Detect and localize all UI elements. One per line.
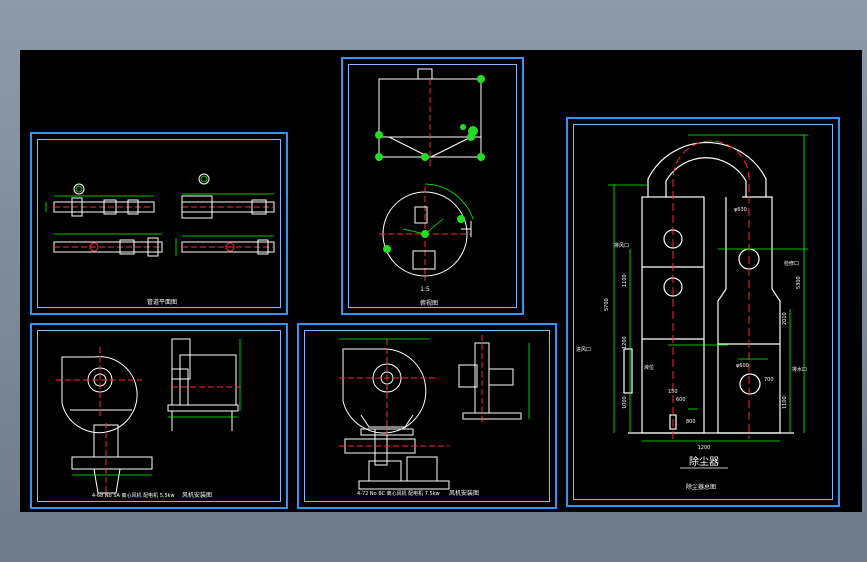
label-drain: 排水口 [792, 366, 807, 373]
label-nozzle-right: 检修口 [784, 260, 799, 267]
sheet-inner-frame [37, 139, 281, 308]
selection-grips [375, 75, 485, 253]
dim-h8: 800 [686, 419, 696, 425]
fan-a-spec: 4-68 No 5A 离心风机 配电机 5.5kw [92, 492, 175, 499]
dim-h9: 150 [668, 389, 678, 395]
sheet-inner-frame [304, 330, 550, 502]
sheet-inner-frame [37, 330, 281, 502]
label-inlet: 进风口 [576, 346, 591, 353]
dim-h-total: 5700 [604, 298, 610, 311]
label-level: 液位 [644, 364, 654, 371]
dim-inlet-dia: φ600 [736, 363, 749, 369]
dim-h6: 700 [764, 377, 774, 383]
fan-b-drawing: 4-72 No 6C 离心风机 配电机 7.5kw 风机安装图 [339, 335, 530, 497]
dim-h1: 1100 [622, 274, 628, 287]
top-view-drawing: 1:5 俯视图 [375, 68, 485, 307]
top-view-sub: 1:5 [420, 286, 430, 293]
dim-h2: 1200 [622, 336, 628, 349]
fan-b-caption: 风机安装图 [449, 489, 479, 497]
sheet-inner-frame [348, 64, 517, 308]
sheet-inner-frame [573, 124, 833, 500]
tower-drawing: φ630 φ600 排风口 检修口 进风口 排水口 液位 1200 5700 5… [576, 134, 808, 491]
sheet-tower[interactable]: φ630 φ600 排风口 检修口 进风口 排水口 液位 1200 5700 5… [566, 117, 840, 507]
tower-title: 除尘器 [689, 455, 719, 468]
dim-h4: 1000 [622, 396, 628, 409]
sheet-fan-b[interactable]: 4-72 No 6C 离心风机 配电机 7.5kw 风机安装图 [297, 323, 557, 509]
dim-h3: 2010 [782, 312, 788, 325]
fan-b-spec: 4-72 No 6C 离心风机 配电机 7.5kw [357, 490, 440, 497]
dim-h5: 1100 [782, 396, 788, 409]
sheet-top-view[interactable]: 1:5 俯视图 [341, 57, 524, 315]
dim-h-right: 5300 [796, 276, 802, 289]
fan-a-caption: 风机安装图 [182, 491, 212, 499]
top-view-caption: 俯视图 [420, 299, 438, 307]
dim-width: 1200 [698, 445, 711, 451]
tower-caption: 除尘器总图 [686, 483, 716, 491]
sheet-fan-a[interactable]: 4-68 No 5A 离心风机 配电机 5.5kw 风机安装图 [30, 323, 288, 509]
cad-model-space[interactable]: 管道平面图 [20, 50, 862, 512]
fan-a-drawing: 4-68 No 5A 离心风机 配电机 5.5kw 风机安装图 [56, 338, 242, 499]
label-nozzle-left: 排风口 [614, 242, 629, 249]
dim-h7: 600 [676, 397, 686, 403]
piping-layout-drawing: 管道平面图 [45, 173, 275, 306]
piping-caption: 管道平面图 [147, 298, 177, 306]
sheet-piping-layout[interactable]: 管道平面图 [30, 132, 288, 315]
dim-outlet-dia: φ630 [734, 207, 747, 213]
